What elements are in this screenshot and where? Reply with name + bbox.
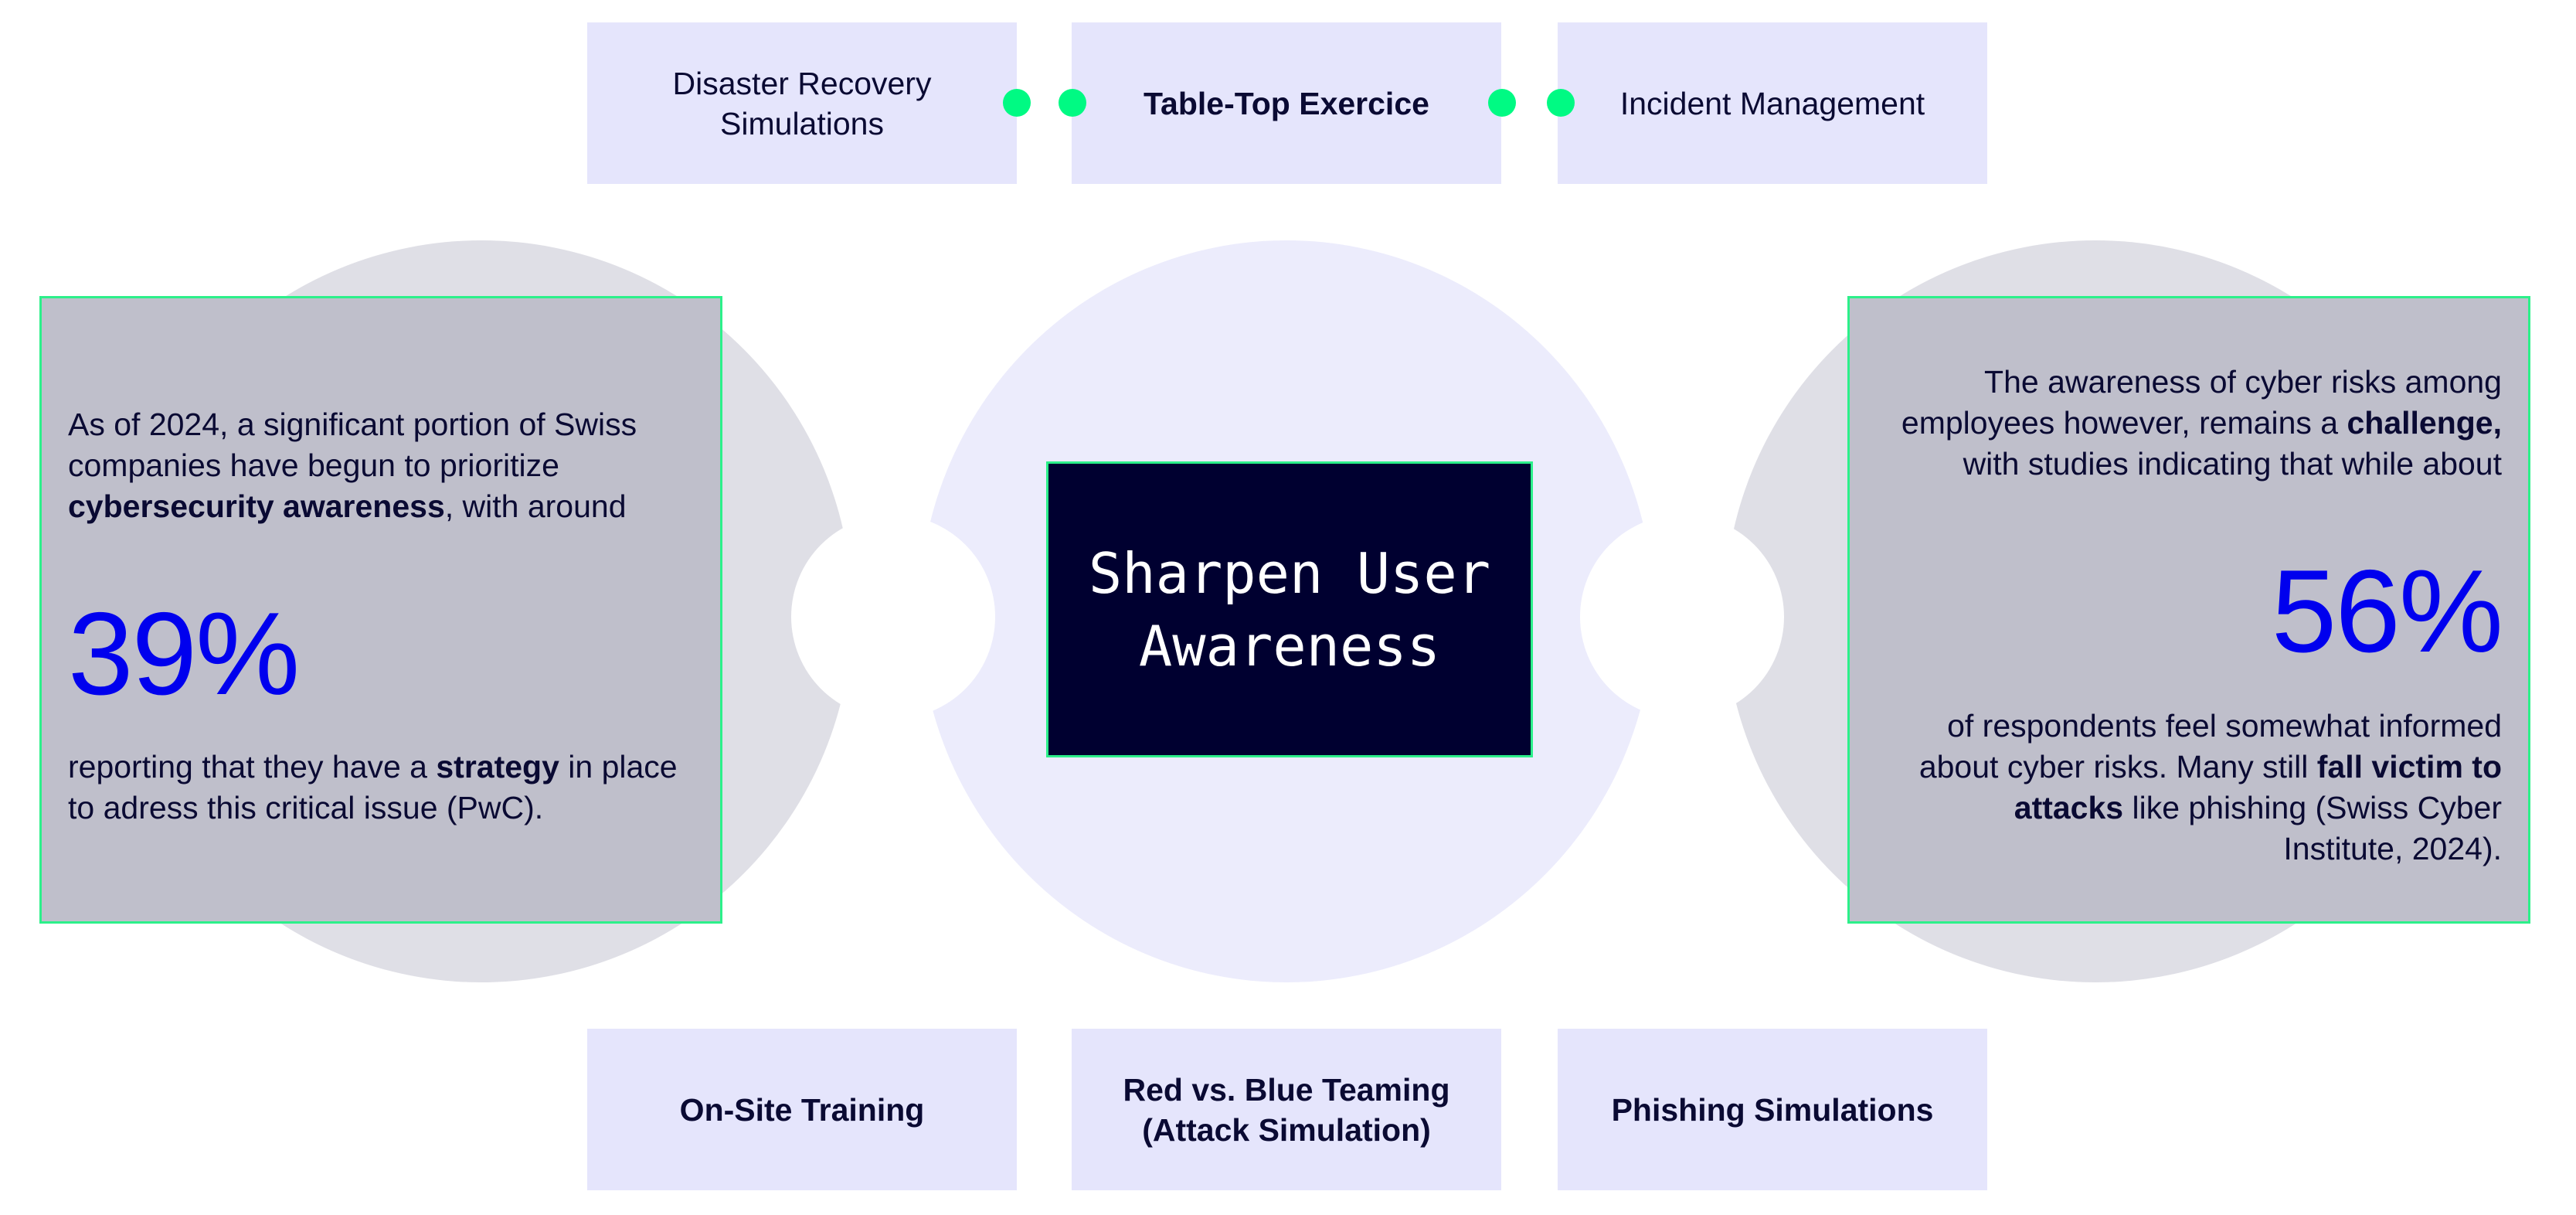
left-panel-intro: As of 2024, a significant portion of Swi… <box>68 404 694 527</box>
right-panel-intro: The awareness of cyber risks among emplo… <box>1888 362 2502 485</box>
left-intro-text: As of 2024, a significant portion of Swi… <box>68 407 637 483</box>
center-title: Sharpen User Awareness <box>1089 537 1490 682</box>
bottom-box-red-vs-blue: Red vs. Blue Teaming (Attack Simulation) <box>1072 1029 1501 1190</box>
center-title-box: Sharpen User Awareness <box>1046 461 1533 757</box>
right-intro-emphasis: challenge, <box>2347 405 2502 441</box>
left-intro-emphasis: cybersecurity awareness <box>68 488 445 524</box>
left-outro-text-end: in place to adress this critical issue (… <box>68 749 678 825</box>
left-stat-panel: As of 2024, a significant portion of Swi… <box>39 296 722 924</box>
bottom-box-on-site-training: On-Site Training <box>587 1029 1017 1190</box>
left-connector-cutout <box>791 515 995 719</box>
right-outro-text: of respondents feel somewhat informed ab… <box>1918 708 2502 784</box>
top-box-label: Table-Top Exercice <box>1144 85 1429 121</box>
right-outro-emphasis: fall victim to attacks <box>2014 749 2502 825</box>
left-outro-emphasis: strategy <box>436 749 559 784</box>
right-stat-value: 56% <box>2271 546 2503 677</box>
left-stat-value: 39% <box>68 588 300 720</box>
top-box-label: Disaster Recovery Simulations <box>672 65 932 141</box>
bottom-box-label: On-Site Training <box>679 1091 925 1128</box>
connector-dot <box>1488 89 1516 117</box>
connector-dot <box>1059 89 1086 117</box>
right-panel-outro: of respondents feel somewhat informed ab… <box>1888 706 2502 870</box>
bottom-box-label: Red vs. Blue Teaming (Attack Simulation) <box>1123 1071 1450 1148</box>
top-box-label: Incident Management <box>1619 85 1925 121</box>
left-outro-text: reporting that they have a <box>68 749 437 784</box>
right-intro-text: The awareness of cyber risks among emplo… <box>1901 364 2502 441</box>
bottom-box-label: Phishing Simulations <box>1611 1091 1934 1128</box>
right-intro-text-end: with studies indicating that while about <box>1963 446 2502 482</box>
left-panel-outro: reporting that they have a strategy in p… <box>68 747 694 829</box>
right-connector-cutout <box>1580 515 1784 719</box>
right-stat-panel: The awareness of cyber risks among emplo… <box>1847 296 2530 924</box>
bottom-box-phishing-simulations: Phishing Simulations <box>1558 1029 1987 1190</box>
connector-dot <box>1003 89 1031 117</box>
top-box-table-top-exercise: Table-Top Exercice <box>1072 22 1501 184</box>
left-intro-text-end: , with around <box>444 488 627 524</box>
top-box-disaster-recovery: Disaster Recovery Simulations <box>587 22 1017 184</box>
connector-dot <box>1547 89 1575 117</box>
center-title-line1: Sharpen User <box>1088 540 1491 606</box>
right-outro-text-end: like phishing (Swiss Cyber Institute, 20… <box>2123 790 2502 866</box>
center-title-line2: Awareness <box>1138 613 1441 679</box>
top-box-incident-management: Incident Management <box>1558 22 1987 184</box>
